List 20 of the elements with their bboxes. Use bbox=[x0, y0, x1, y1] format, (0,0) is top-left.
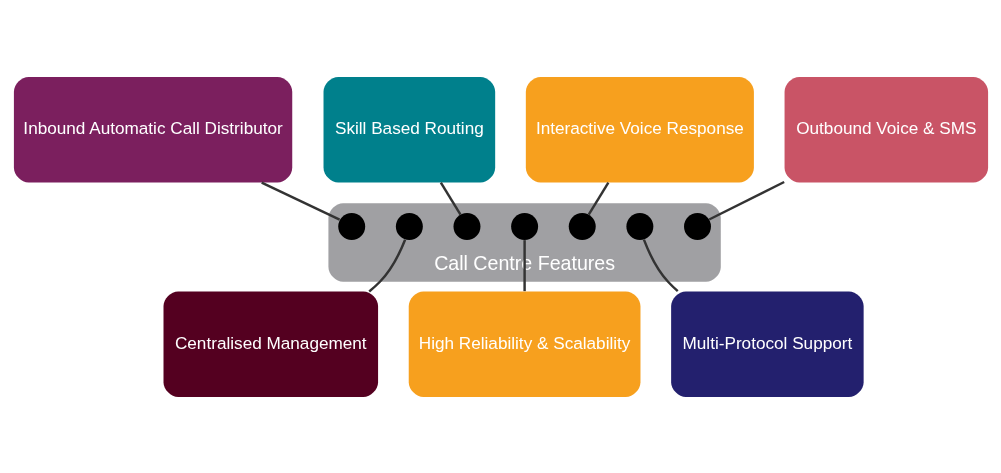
node-circle bbox=[625, 212, 653, 240]
node-circle bbox=[568, 212, 596, 240]
node-circle bbox=[395, 212, 423, 240]
node-box: Outbound Voice & SMS bbox=[784, 76, 988, 182]
node-box: Inbound Automatic Call Distributor bbox=[13, 76, 292, 182]
node-box: Centralised Management bbox=[163, 291, 378, 397]
node-box: High Reliability & Scalability bbox=[408, 291, 640, 397]
node-circle bbox=[510, 212, 538, 240]
connector bbox=[642, 238, 679, 292]
node-circle bbox=[337, 212, 365, 240]
connector bbox=[439, 181, 462, 215]
node-box: Skill Based Routing bbox=[323, 76, 495, 182]
connector bbox=[708, 180, 785, 221]
connector bbox=[367, 238, 406, 292]
node-box: Multi-Protocol Support bbox=[670, 291, 864, 397]
connector bbox=[587, 181, 609, 215]
node-circle bbox=[453, 212, 480, 240]
node-circle bbox=[683, 212, 711, 240]
node-box: Interactive Voice Response bbox=[525, 76, 754, 182]
connector bbox=[260, 180, 340, 221]
